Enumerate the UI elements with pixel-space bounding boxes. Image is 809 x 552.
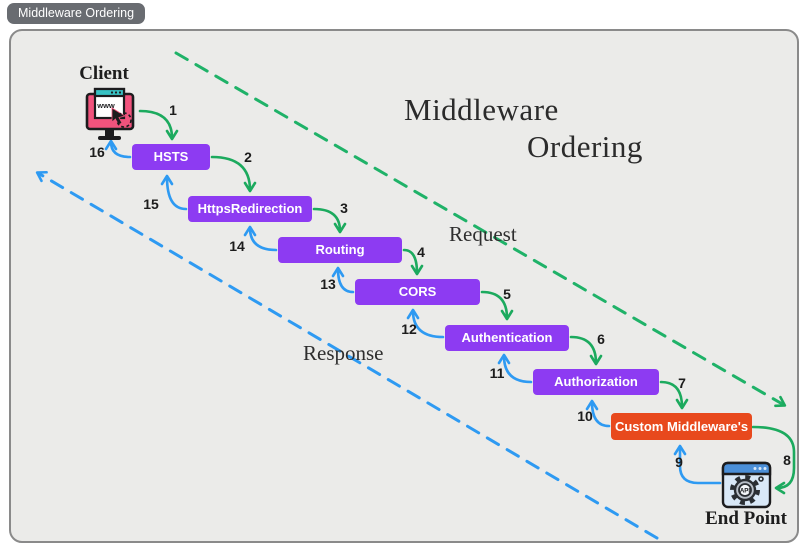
step-number-5: 5: [503, 286, 511, 302]
middleware-box-routing: Routing: [278, 237, 402, 263]
endpoint-label: End Point: [705, 508, 787, 529]
step-number-13: 13: [320, 276, 336, 292]
step-number-10: 10: [577, 408, 593, 424]
step-number-7: 7: [678, 375, 686, 391]
step-number-14: 14: [229, 238, 245, 254]
window-title-badge: Middleware Ordering: [7, 3, 146, 24]
step-number-8: 8: [783, 452, 791, 468]
step-number-15: 15: [143, 196, 159, 212]
api-endpoint-icon: API: [720, 461, 773, 516]
middleware-box-httpsredirection: HttpsRedirection: [188, 196, 312, 222]
svg-text:API: API: [740, 487, 751, 494]
client-browser-icon: www: [84, 86, 138, 149]
step-number-1: 1: [169, 102, 177, 118]
step-number-6: 6: [597, 331, 605, 347]
middleware-box-authentication: Authentication: [445, 325, 569, 351]
svg-text:www: www: [96, 101, 115, 110]
middleware-box-cors: CORS: [355, 279, 480, 305]
step-number-11: 11: [489, 365, 505, 381]
step-number-16: 16: [89, 144, 105, 160]
middleware-box-hsts: HSTS: [132, 144, 210, 170]
step-number-9: 9: [675, 454, 683, 470]
diagram-title-line2: Ordering: [527, 129, 643, 164]
step-number-12: 12: [401, 321, 417, 337]
diagram-title-line1: Middleware: [404, 92, 559, 127]
response-label: Response: [303, 341, 384, 365]
client-label: Client: [79, 63, 129, 84]
middleware-box-custom-middlewares: Custom Middleware's: [611, 413, 752, 440]
request-label: Request: [449, 222, 517, 246]
middleware-box-authorization: Authorization: [533, 369, 659, 395]
step-number-3: 3: [340, 200, 348, 216]
step-number-2: 2: [244, 149, 252, 165]
step-number-4: 4: [417, 244, 425, 260]
